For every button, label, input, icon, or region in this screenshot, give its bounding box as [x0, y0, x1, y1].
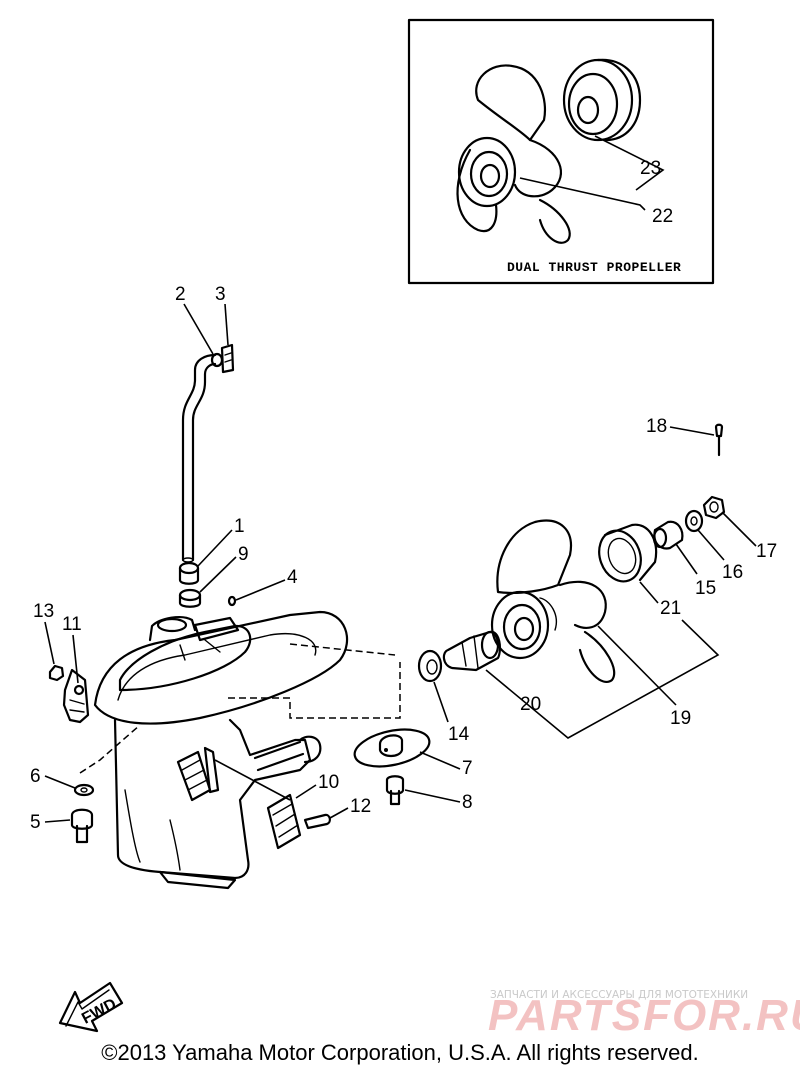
washer-15 [652, 520, 684, 550]
callout-20: 20 [520, 694, 541, 715]
callout-16: 16 [722, 562, 743, 583]
inset-thrust-hub-23 [562, 58, 642, 142]
cotter-pin-18 [714, 423, 724, 457]
inset-propeller-22 [456, 64, 571, 244]
callout-18: 18 [646, 416, 667, 437]
callout-11: 11 [62, 614, 82, 635]
callout-5: 5 [30, 812, 41, 833]
washer-14 [417, 649, 443, 683]
seal-9 [178, 588, 202, 608]
callout-3: 3 [215, 284, 226, 305]
screw-8 [385, 775, 405, 806]
pin-4 [227, 595, 237, 607]
callout-9: 9 [238, 544, 249, 565]
water-pipe-2 [181, 352, 224, 563]
leader-22 [519, 177, 646, 211]
guide-line-cone [228, 662, 401, 719]
seal-1 [178, 561, 200, 585]
callout-13: 13 [33, 601, 54, 622]
guide-line-bolt [79, 724, 141, 774]
callout-22: 22 [652, 206, 673, 227]
callout-15: 15 [695, 578, 716, 599]
callout-12: 12 [350, 796, 371, 817]
thrust-holder-20 [442, 630, 501, 672]
lower-casing [93, 610, 349, 890]
callout-17: 17 [756, 541, 777, 562]
watermark: ЗАПЧАСТИ И АКСЕССУАРЫ ДЛЯ МОТОТЕХНИКИ PA… [488, 989, 800, 1040]
spacer-21 [598, 523, 658, 583]
nut-13 [48, 664, 65, 682]
copyright-notice: ©2013 Yamaha Motor Corporation, U.S.A. A… [101, 1040, 699, 1065]
inset-caption: DUAL THRUST PROPELLER [507, 260, 681, 275]
callout-23: 23 [640, 158, 661, 179]
callout-19: 19 [670, 708, 691, 729]
leader-23 [594, 135, 665, 191]
nut-17 [702, 495, 726, 520]
propeller-19 [490, 519, 616, 683]
callout-2: 2 [175, 284, 186, 305]
bolt-5 [70, 808, 94, 844]
guide-line-shaft [289, 643, 396, 656]
callout-10: 10 [318, 772, 339, 793]
callout-7: 7 [462, 758, 473, 779]
grill-10 [266, 793, 302, 850]
callout-14: 14 [448, 724, 470, 745]
callout-8: 8 [462, 792, 473, 813]
washer-6 [73, 783, 95, 797]
screw-12 [303, 813, 331, 830]
trim-tab-7 [353, 728, 431, 768]
callout-4: 4 [287, 567, 298, 588]
inset-frame [407, 18, 715, 285]
anode-11 [62, 668, 90, 724]
callout-1: 1 [234, 516, 245, 537]
callout-21: 21 [660, 598, 681, 619]
watermark-brand: PARTSFOR.RU [488, 991, 800, 1040]
grommet-3 [220, 343, 235, 374]
callout-6: 6 [30, 766, 41, 787]
washer-16 [684, 509, 704, 533]
watermark-tagline: ЗАПЧАСТИ И АКСЕССУАРЫ ДЛЯ МОТОТЕХНИКИ [490, 989, 748, 1001]
dual-thrust-propeller-inset: 23 22 DUAL THRUST PROPELLER [407, 18, 715, 285]
fwd-arrow-icon: FWD [58, 981, 124, 1033]
